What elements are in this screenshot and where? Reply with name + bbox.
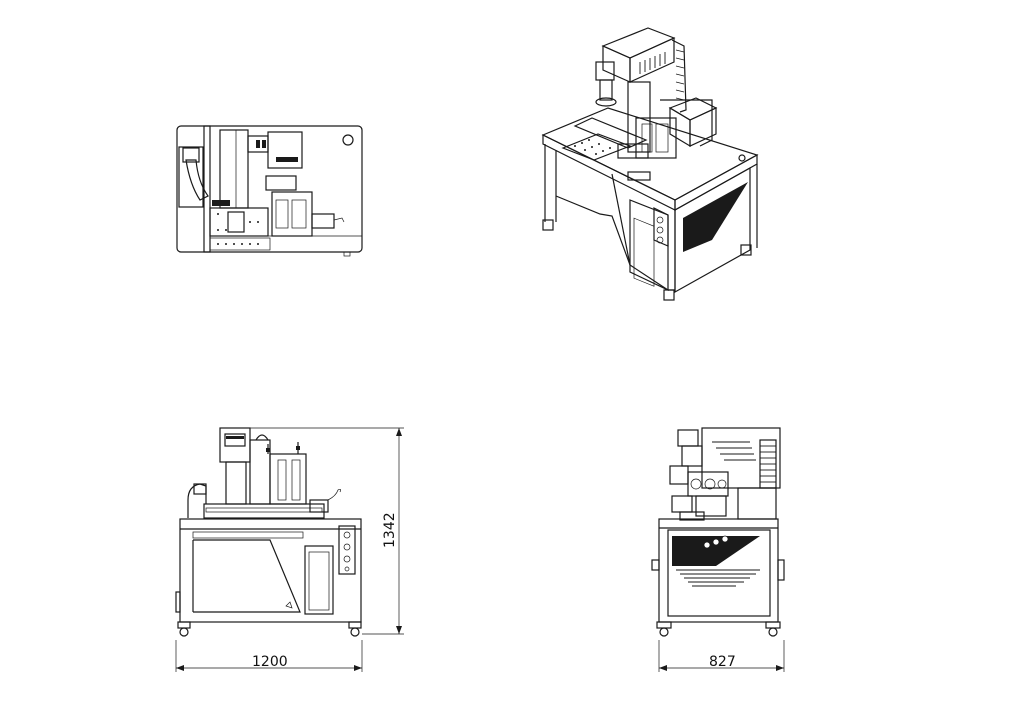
height-dimension-label: 1342 [382,512,398,548]
depth-dimension-label: 827 [709,654,736,670]
side-view [651,427,785,637]
top-view [176,125,363,257]
front-dimensions: 1200 1342 [175,427,404,672]
isometric-view [541,27,759,301]
front-view [175,427,362,637]
width-dimension-label: 1200 [252,654,288,670]
side-dimensions: 827 [658,640,785,672]
